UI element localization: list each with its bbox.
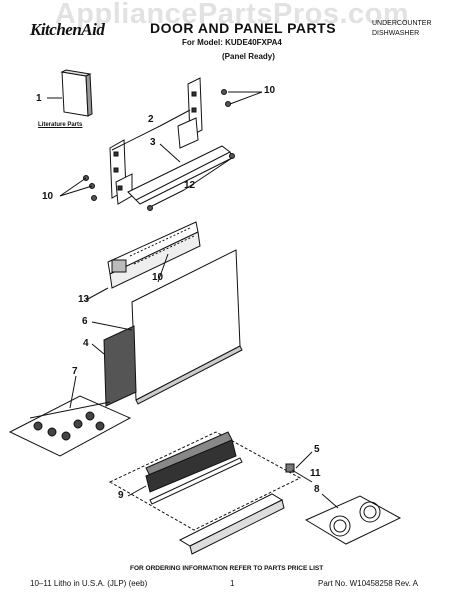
watermark: AppliancePartsPros.com — [54, 0, 410, 30]
page-number: 1 — [230, 579, 235, 588]
brand-logo: KitchenAid — [30, 20, 105, 39]
door-stiffener — [127, 145, 233, 205]
insulation-pad — [103, 325, 137, 407]
page-title: DOOR AND PANEL PARTS — [150, 20, 337, 36]
callout-3: 3 — [150, 137, 156, 148]
part-number: Part No. W10458258 Rev. A — [318, 579, 418, 588]
inner-door-panel — [131, 249, 243, 405]
callout-5: 5 — [314, 444, 320, 455]
leader-lines — [59, 91, 339, 509]
left-hinge-bracket — [109, 139, 133, 205]
toe-panel-group — [108, 431, 302, 531]
model-line: For Model: KUDE40FXPA4 — [182, 38, 282, 47]
category-line-1: UNDERCOUNTER — [372, 20, 432, 27]
callout-6: 6 — [82, 316, 88, 327]
callout-2: 2 — [148, 114, 154, 125]
panel-note: (Panel Ready) — [222, 52, 275, 61]
callout-7: 7 — [72, 366, 78, 377]
right-hinge-bracket — [177, 77, 203, 149]
felt-pads — [304, 495, 402, 545]
callout-1: 1 — [36, 93, 42, 104]
callout-12: 12 — [184, 180, 196, 191]
hardware-kit — [8, 395, 132, 457]
ordering-info: FOR ORDERING INFORMATION REFER TO PARTS … — [130, 565, 324, 572]
callout-9: 9 — [118, 490, 124, 501]
category-line-2: DISHWASHER — [372, 30, 420, 37]
callout-8: 8 — [314, 484, 320, 495]
literature-parts-label: Literature Parts — [38, 122, 83, 128]
callout-4: 4 — [83, 338, 89, 349]
callout-11: 11 — [310, 468, 321, 479]
callout-10-top: 10 — [264, 85, 276, 96]
callout-13: 13 — [78, 294, 90, 305]
literature-booklet — [60, 69, 93, 117]
litho-line: 10–11 Litho in U.S.A. (JLP) (eeb) — [30, 579, 148, 588]
clip — [285, 463, 295, 473]
control-panel — [107, 221, 201, 289]
callout-10-left: 10 — [42, 191, 54, 202]
callout-10-mid: 10 — [152, 272, 164, 283]
toe-panel — [145, 431, 285, 555]
